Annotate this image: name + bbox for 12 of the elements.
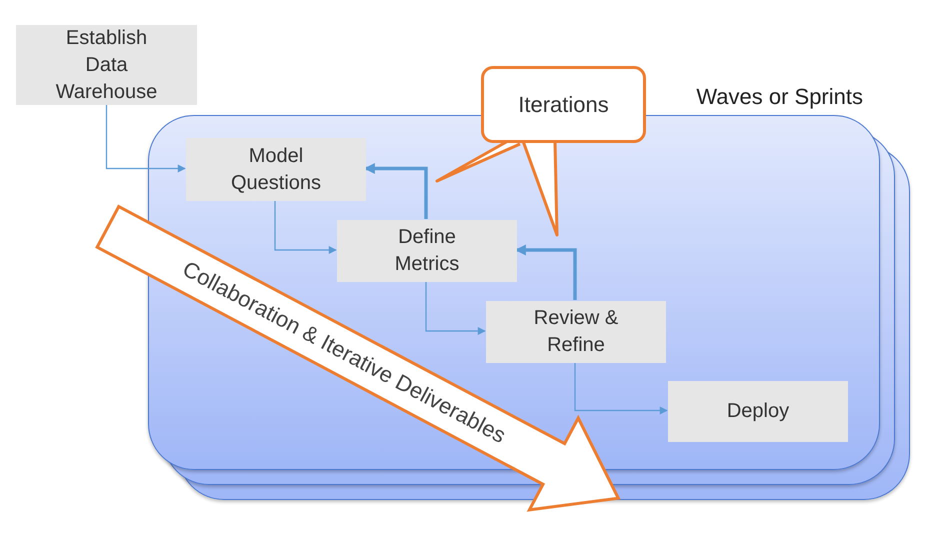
connector-arrow (574, 362, 668, 414)
panel-heading: Waves or Sprints (696, 84, 863, 110)
process-box: Establish Data Warehouse (16, 25, 197, 105)
connector-arrow (106, 105, 186, 172)
process-box: Deploy (668, 381, 848, 442)
process-box: Review & Refine (486, 301, 666, 363)
connector-arrow (274, 200, 337, 254)
process-box: Define Metrics (337, 220, 517, 282)
connector-arrow (514, 244, 577, 300)
connector-arrow (364, 163, 428, 219)
process-box: Model Questions (186, 138, 366, 201)
connector-arrow (425, 281, 486, 335)
